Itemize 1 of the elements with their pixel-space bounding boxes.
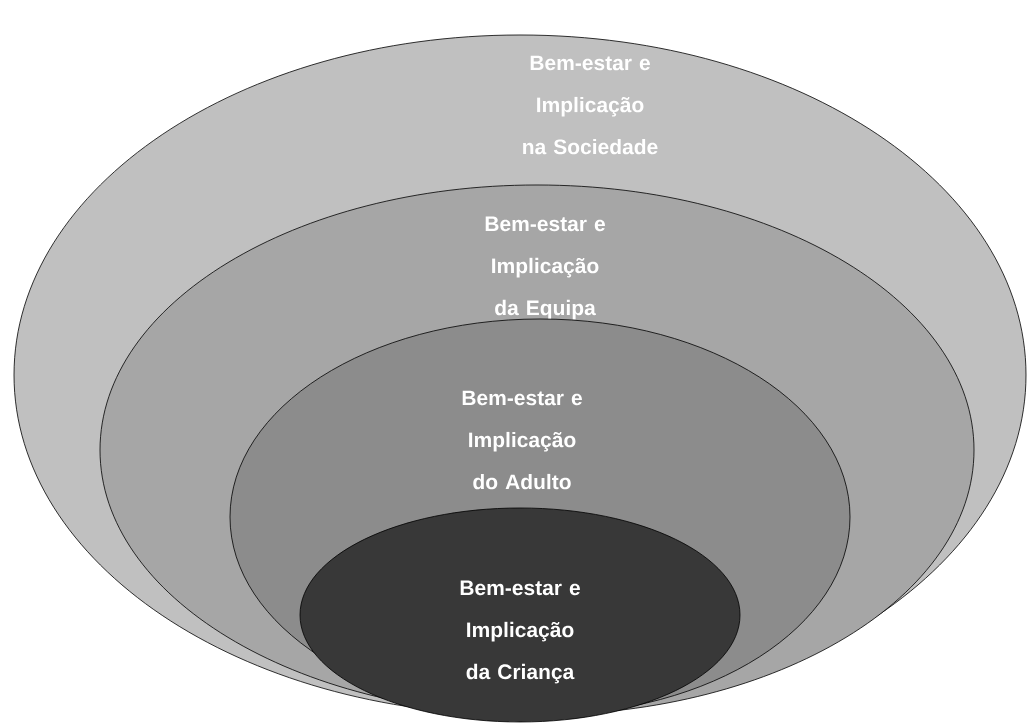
ellipse-layer: Bem-estar e Implicação da Criança — [299, 507, 741, 723]
